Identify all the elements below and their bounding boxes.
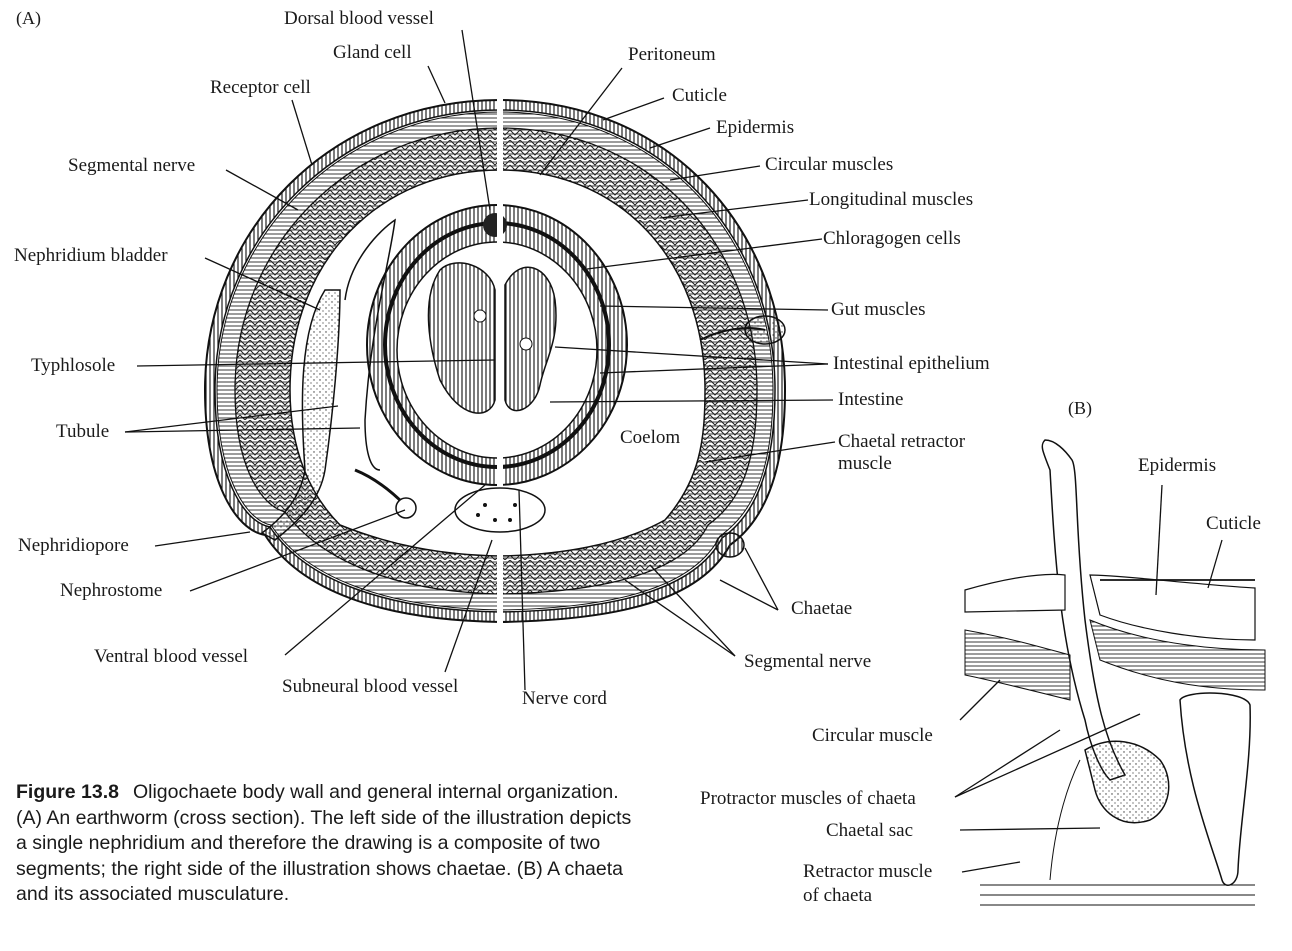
label-circular-muscles: Circular muscles	[765, 154, 894, 175]
label-intestinal-epithelium: Intestinal epithelium	[833, 353, 990, 374]
label-tubule: Tubule	[56, 421, 110, 442]
leader-lines-a	[124, 29, 836, 691]
label-segmental-nerve-top: Segmental nerve	[68, 155, 196, 176]
panel-label-b: (B)	[1068, 398, 1092, 418]
label-epidermis-a: Epidermis	[716, 117, 795, 138]
intestine	[366, 200, 628, 500]
label-gland-cell: Gland cell	[333, 42, 412, 63]
label-intestine: Intestine	[838, 389, 904, 410]
nerve-cord	[454, 487, 546, 533]
label-peritoneum: Peritoneum	[628, 44, 716, 65]
label-nephridiopore: Nephridiopore	[18, 535, 129, 556]
label-typhlosole: Typhlosole	[31, 355, 116, 376]
label-chaetal-retractor-muscle-1: Chaetal retractor	[838, 431, 966, 452]
label-gut-muscles: Gut muscles	[831, 299, 926, 320]
label-receptor-cell: Receptor cell	[210, 77, 311, 98]
label-chaetae: Chaetae	[791, 598, 853, 619]
label-retractor-muscle-2: of chaeta	[803, 885, 873, 906]
figure-number: Figure 13.8	[16, 781, 119, 803]
chaetae-a	[699, 315, 786, 558]
label-nephrostome: Nephrostome	[60, 580, 163, 601]
label-chloragogen-cells: Chloragogen cells	[823, 228, 961, 249]
label-nerve-cord: Nerve cord	[522, 688, 607, 709]
leader-lines-b	[954, 484, 1223, 873]
label-protractor-muscles: Protractor muscles of chaeta	[700, 788, 916, 809]
chaeta-detail	[964, 439, 1266, 906]
label-dorsal-blood-vessel: Dorsal blood vessel	[284, 8, 434, 29]
label-coelom: Coelom	[620, 427, 681, 448]
label-nephridium-bladder: Nephridium bladder	[14, 245, 168, 266]
label-epidermis-b: Epidermis	[1138, 455, 1217, 476]
caption-text: Oligochaete body wall and general intern…	[16, 781, 632, 905]
label-cuticle-b: Cuticle	[1206, 513, 1261, 534]
label-cuticle-a: Cuticle	[672, 85, 727, 106]
label-circular-muscle-b: Circular muscle	[812, 725, 933, 746]
nephridium	[260, 218, 417, 541]
label-chaetal-retractor-muscle-2: muscle	[838, 453, 892, 474]
label-longitudinal-muscles: Longitudinal muscles	[809, 189, 974, 210]
label-ventral-blood-vessel: Ventral blood vessel	[94, 646, 249, 667]
label-chaetal-sac: Chaetal sac	[826, 820, 914, 841]
label-subneural-blood-vessel: Subneural blood vessel	[282, 676, 459, 697]
panel-label-a: (A)	[16, 8, 41, 28]
label-segmental-nerve-bottom: Segmental nerve	[744, 651, 872, 672]
label-retractor-muscle-1: Retractor muscle	[803, 861, 933, 882]
